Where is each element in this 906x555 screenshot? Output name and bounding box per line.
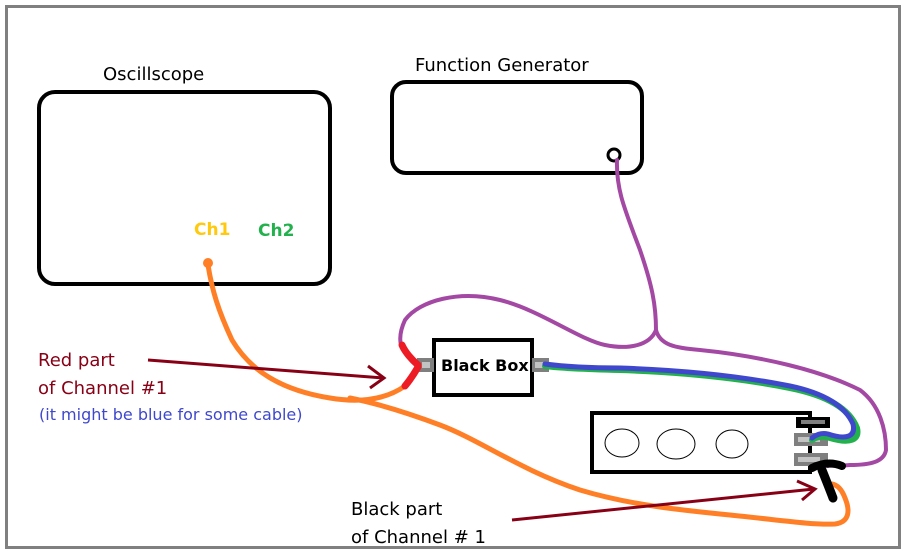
ch1-label: Ch1 <box>194 220 230 240</box>
terminal-middle-inner <box>798 437 820 442</box>
function-generator-box <box>390 80 644 175</box>
black-part-arrow-line <box>511 487 815 522</box>
black-box-label: Black Box <box>441 356 529 375</box>
red-part-arrow-head <box>367 364 387 390</box>
ch2-label: Ch2 <box>258 221 294 241</box>
black-clip-body <box>817 465 838 503</box>
black-part-arrow-head <box>796 479 818 502</box>
component-circle-3 <box>715 429 749 459</box>
terminal-bottom-inner <box>798 457 820 462</box>
red-clip-lower <box>401 363 422 390</box>
function-generator-wire-to-black-box <box>398 158 659 352</box>
black-box-output-terminal-inner <box>535 362 543 368</box>
ch1-probe-cable-ground-lead <box>347 395 851 527</box>
diagram-frame <box>5 5 901 549</box>
oscilloscope-box <box>37 90 332 286</box>
oscilloscope-label: Oscillscope <box>103 64 204 85</box>
terminal-top-inner <box>801 420 825 424</box>
function-generator-output-jack <box>606 147 622 163</box>
red-part-note: (it might be blue for some cable) <box>39 405 303 424</box>
black-part-text-line2: of Channel # 1 <box>351 527 486 548</box>
function-generator-label: Function Generator <box>415 55 589 76</box>
red-part-text-line1: Red part <box>38 350 115 371</box>
black-box-input-terminal-inner <box>422 362 430 368</box>
red-part-arrow-line <box>147 358 384 380</box>
function-generator-wire-to-breadboard <box>654 328 889 468</box>
component-circle-2 <box>656 428 696 460</box>
red-part-text-line2: of Channel #1 <box>38 378 167 399</box>
component-circle-1 <box>604 428 640 458</box>
ch2-blue-wire <box>542 361 857 441</box>
black-part-text-line1: Black part <box>351 499 442 520</box>
red-clip-upper <box>398 341 422 369</box>
black-clip-top <box>808 459 846 472</box>
ch1-probe-connector <box>203 258 213 268</box>
